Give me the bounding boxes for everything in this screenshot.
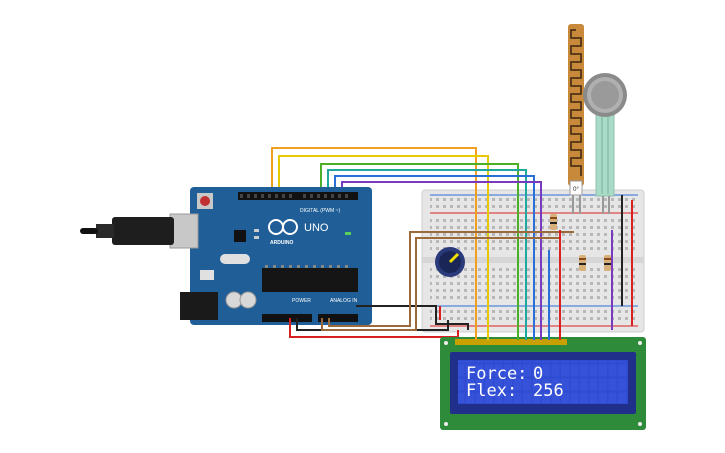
potentiometer-icon xyxy=(435,247,465,277)
arduino-logo-icon xyxy=(268,219,298,235)
analog-label: ANALOG IN xyxy=(330,298,358,304)
flex-sensor-icon: 0° xyxy=(568,24,584,214)
arduino-model: UNO xyxy=(304,222,329,234)
resistor-icon xyxy=(550,214,611,271)
flex-angle-label: 0° xyxy=(573,187,579,193)
lcd-line1-label: Force: xyxy=(466,364,527,384)
lcd-line2-value: 256 xyxy=(533,381,564,401)
digital-header-pins xyxy=(240,194,348,198)
arduino-uno-board: DIGITAL (PWM ~) ARDUINO UNO POWER ANALOG… xyxy=(80,187,372,325)
arduino-brand: ARDUINO xyxy=(270,240,293,246)
usb-cable-icon xyxy=(80,213,199,249)
force-sensor-icon xyxy=(583,73,627,214)
power-label: POWER xyxy=(292,298,311,304)
lcd-line1-value: 0 xyxy=(533,364,543,384)
lcd-line2-label: Flex: xyxy=(466,381,517,401)
breadboard-jumpers xyxy=(439,195,633,330)
digital-label: DIGITAL (PWM ~) xyxy=(300,208,340,214)
lcd-module: Force: 0 Flex: 256 xyxy=(440,330,646,430)
